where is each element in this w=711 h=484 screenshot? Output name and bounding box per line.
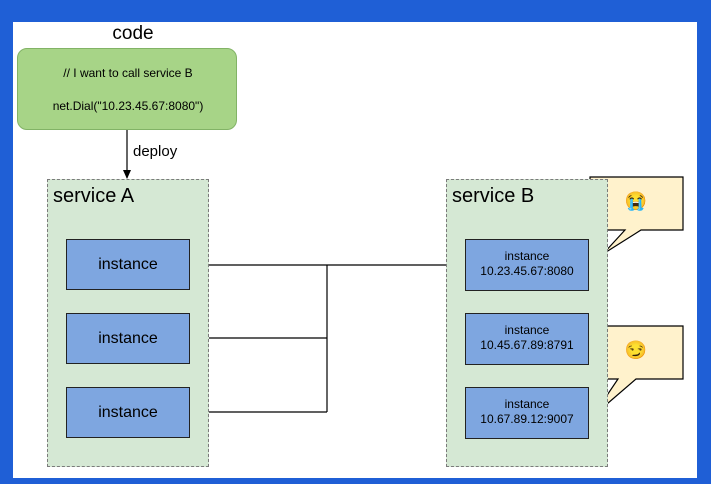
service-a-title: service A bbox=[53, 185, 135, 207]
service-a-instance-3: instance bbox=[66, 387, 190, 438]
service-b-instance-1: instance 10.23.45.67:8080 bbox=[465, 239, 589, 291]
code-box: // I want to call service B net.Dial("10… bbox=[17, 48, 237, 130]
diagram-canvas: code // I want to call service B net.Dia… bbox=[13, 22, 697, 478]
service-b-instance-2: instance 10.45.67.89:8791 bbox=[465, 313, 589, 365]
deploy-label: deploy bbox=[133, 143, 178, 160]
service-a-instance-2: instance bbox=[66, 313, 190, 364]
service-a-instance-1: instance bbox=[66, 239, 190, 290]
code-comment: // I want to call service B bbox=[63, 66, 193, 80]
code-title: code bbox=[112, 23, 154, 44]
service-b-instance-3-address: 10.67.89.12:9007 bbox=[480, 412, 574, 426]
crying-face-icon: 😭 bbox=[624, 191, 648, 211]
service-b-instance-2-address: 10.45.67.89:8791 bbox=[480, 338, 574, 352]
service-b-instance-3-label: instance bbox=[504, 397, 550, 411]
service-b-title: service B bbox=[452, 185, 535, 207]
service-b-instance-3: instance 10.67.89.12:9007 bbox=[465, 387, 589, 439]
smirking-face-icon: 😏 bbox=[624, 340, 648, 360]
service-b-instance-1-label: instance bbox=[504, 249, 550, 263]
connector-layer bbox=[123, 130, 684, 417]
code-call: net.Dial("10.23.45.67:8080") bbox=[52, 99, 204, 113]
service-b-instance-2-label: instance bbox=[504, 323, 550, 337]
service-b-instance-1-address: 10.23.45.67:8080 bbox=[480, 264, 574, 278]
